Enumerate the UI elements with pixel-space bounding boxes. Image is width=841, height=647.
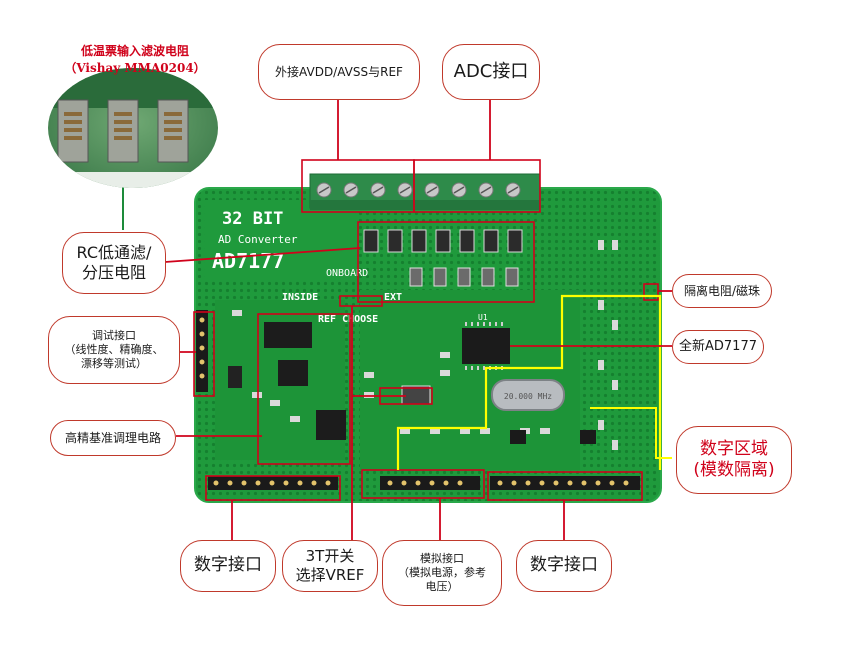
- pcb-board: [194, 187, 662, 503]
- callout-debug-port: 调试接口 （线性度、精确度、 漂移等测试）: [48, 316, 180, 384]
- header-pins: [199, 317, 629, 486]
- silk-ad7177: AD7177: [212, 249, 284, 273]
- silk-inside: INSIDE: [282, 292, 318, 303]
- rc-resistor-array: [363, 229, 523, 287]
- mma0204-resistors: [57, 99, 189, 163]
- silk-u1: U1: [478, 313, 488, 322]
- smd-parts: [232, 240, 618, 450]
- silk-ext: EXT: [384, 292, 402, 303]
- terminal-block: [309, 173, 541, 210]
- silk-ref-choose: REF CHOOSE: [318, 314, 378, 325]
- digital-zone-outline: [396, 294, 662, 470]
- silkscreen: 32 BIT AD Converter AD7177 ONBOARD INSID…: [212, 209, 488, 325]
- silk-onboard: ONBOARD: [326, 268, 368, 279]
- leader-lines: [164, 98, 672, 540]
- callout-switch-vref: 3T开关 选择VREF: [282, 540, 378, 592]
- callout-digital-port-left: 数字接口: [180, 540, 276, 592]
- silk-ad-converter: AD Converter: [218, 233, 298, 246]
- ad7177-chip: [462, 322, 510, 370]
- callout-new-chip: 全新AD7177: [672, 330, 764, 364]
- inset-title: 低温票输入滤波电阻 （Vishay MMA0204）: [40, 42, 230, 76]
- pin-headers: [196, 310, 640, 490]
- inset-title-line2: （Vishay MMA0204）: [64, 61, 206, 75]
- crystal-label: 20.000 MHz: [504, 392, 552, 401]
- callout-rc-filter: RC低通滤/ 分压电阻: [62, 232, 166, 294]
- callout-precision-ref: 高精基准调理电路: [50, 420, 176, 456]
- reference-chips: [228, 322, 431, 440]
- callout-ext-power: 外接AVDD/AVSS与REF: [258, 44, 420, 100]
- digital-zone-leader: [590, 407, 672, 459]
- tantalum-caps: [510, 430, 596, 444]
- inset-title-line1: 低温票输入滤波电阻: [80, 44, 189, 58]
- callout-isolation: 隔离电阻/磁珠: [672, 274, 772, 308]
- callout-analog-port: 模拟接口 （模拟电源，参考 电压）: [382, 540, 502, 606]
- silk-32bit: 32 BIT: [222, 209, 283, 229]
- crystal-oscillator: 20.000 MHz: [491, 379, 565, 411]
- callout-adc-port: ADC接口: [442, 44, 540, 100]
- resistor-inset: [48, 68, 218, 188]
- highlight-boxes: [193, 159, 659, 501]
- callout-digital-port-right: 数字接口: [516, 540, 612, 592]
- callout-digital-zone: 数字区域 (模数隔离): [676, 426, 792, 494]
